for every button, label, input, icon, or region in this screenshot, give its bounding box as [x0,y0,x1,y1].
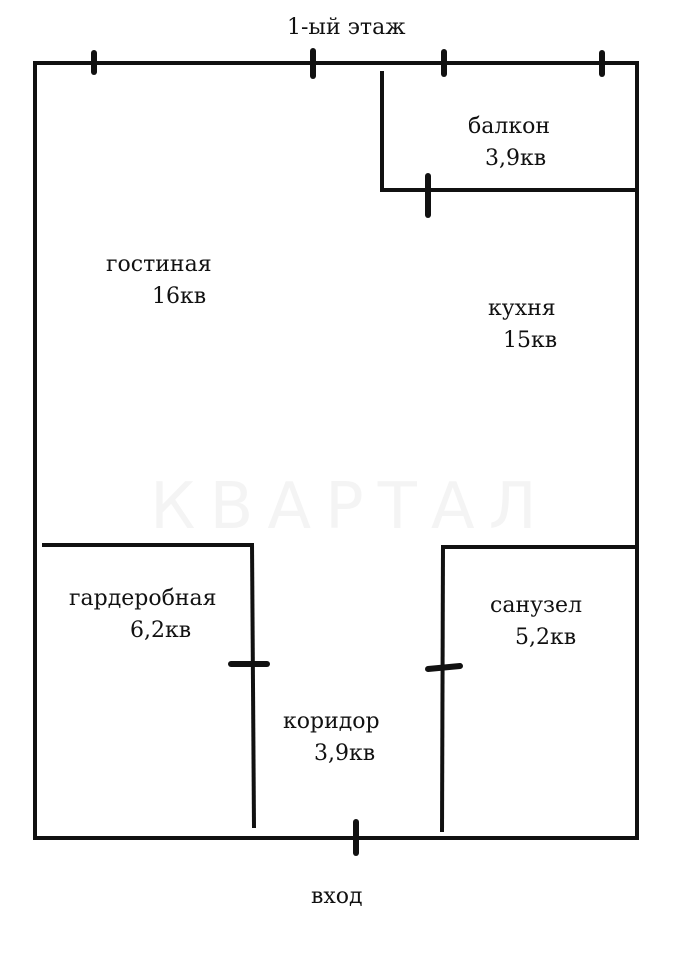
wardrobe-wall-right [250,542,256,829]
balcony-name: балкон [468,114,550,139]
wardrobe-name: гардеробная [69,586,217,611]
kitchen-name: кухня [488,296,556,321]
wardrobe-area: 6,2кв [130,618,192,643]
bathroom-area: 5,2кв [515,625,577,650]
bathroom-door-mark [425,663,463,672]
floor-title: 1-ый этаж [287,15,406,40]
bathroom-name: санузел [490,593,583,618]
entrance-label: вход [311,884,363,909]
balcony-area: 3,9кв [485,146,547,171]
living-name: гостиная [106,252,212,277]
kitchen-area: 15кв [503,328,558,353]
bathroom-wall-left [440,544,445,833]
living-area: 16кв [152,284,207,309]
corridor-name: коридор [283,709,380,734]
corridor-area: 3,9кв [314,741,376,766]
watermark: КВАРТАЛ [150,470,551,544]
